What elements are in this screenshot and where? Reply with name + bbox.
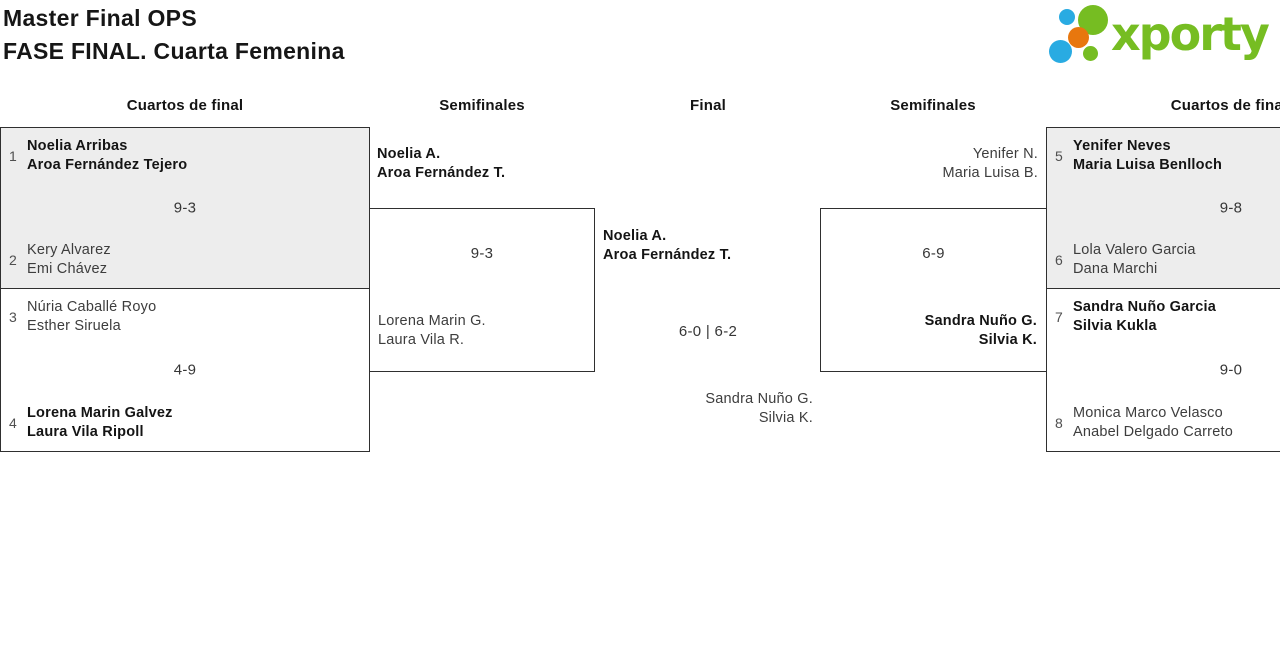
player-2: Dana Marchi (1073, 261, 1158, 277)
logo-dot-blue-small (1059, 9, 1075, 25)
match-score: 9-3 (173, 199, 197, 217)
seed-number: 2 (9, 252, 17, 268)
logo-wordmark: xporty (1111, 7, 1270, 61)
player-2: Aroa Fernández T. (377, 165, 506, 181)
match-qf-left-top[interactable]: 1 Noelia Arribas Aroa Fernández Tejero 9… (0, 127, 370, 289)
seed-number: 8 (1055, 415, 1063, 431)
team-names: Kery Alvarez Emi Chávez (27, 241, 111, 279)
player-2: Silvia K. (978, 332, 1037, 348)
team-names: Noelia Arribas Aroa Fernández Tejero (27, 137, 187, 175)
team-row: 5 Yenifer Neves Maria Luisa Benlloch (1047, 137, 1280, 175)
seed-number: 5 (1055, 148, 1063, 164)
match-sf-left[interactable]: 9-3 Lorena Marin G. Laura Vila R. (369, 208, 595, 372)
seed-number: 4 (9, 415, 17, 431)
match-score: 9-3 (470, 245, 494, 262)
player-2: Esther Siruela (27, 318, 121, 334)
player-1: Noelia A. (377, 146, 441, 162)
match-sf-right[interactable]: 6-9 Sandra Nuño G. Silvia K. (820, 208, 1047, 372)
title-line-2: FASE FINAL. Cuarta Femenina (3, 38, 345, 64)
team-names: Sandra Nuño G. Silvia K. (925, 312, 1037, 350)
player-1: Noelia A. (603, 228, 667, 244)
player-1: Yenifer Neves (1073, 138, 1171, 154)
player-1: Lorena Marin G. (378, 313, 486, 329)
player-2: Emi Chávez (27, 261, 108, 277)
match-qf-right-bottom[interactable]: 7 Sandra Nuño Garcia Silvia Kukla 9-0 8 … (1046, 288, 1280, 452)
team-row: 7 Sandra Nuño Garcia Silvia Kukla (1047, 298, 1280, 336)
team-names: Lorena Marin G. Laura Vila R. (378, 312, 486, 350)
player-1: Kery Alvarez (27, 242, 111, 258)
title-line-1: Master Final OPS (3, 5, 197, 31)
logo-dot-green-small (1083, 46, 1098, 61)
xporty-logo[interactable]: xporty (1045, 3, 1280, 75)
match-score: 9-8 (1219, 199, 1243, 217)
match-qf-left-bottom[interactable]: 3 Núria Caballé Royo Esther Siruela 4-9 … (0, 288, 370, 452)
team-names: Yenifer Neves Maria Luisa Benlloch (1073, 137, 1222, 175)
team-row: 2 Kery Alvarez Emi Chávez (1, 241, 369, 279)
player-1: Monica Marco Velasco (1073, 405, 1223, 421)
team-names: Sandra Nuño Garcia Silvia Kukla (1073, 298, 1216, 336)
player-2: Anabel Delgado Carreto (1073, 424, 1233, 440)
column-header-final: Final (689, 97, 726, 114)
final-score: 6-0 | 6-2 (678, 323, 738, 340)
team-row: 6 Lola Valero Garcia Dana Marchi (1047, 241, 1280, 279)
player-2: Maria Luisa Benlloch (1073, 157, 1223, 173)
final-runnerup-label: Sandra Nuño G. Silvia K. (594, 390, 813, 428)
page-title: Master Final OPS FASE FINAL. Cuarta Feme… (3, 2, 345, 68)
sf-left-winner-label: Noelia A. Aroa Fernández T. (377, 145, 505, 183)
column-header-sf-left: Semifinales (439, 97, 525, 114)
seed-number: 3 (9, 309, 17, 325)
player-2: Aroa Fernández T. (603, 247, 732, 263)
seed-number: 1 (9, 148, 17, 164)
team-names: Lorena Marin Galvez Laura Vila Ripoll (27, 404, 173, 442)
match-score: 6-9 (922, 245, 945, 262)
seed-number: 6 (1055, 252, 1063, 268)
player-1: Núria Caballé Royo (27, 299, 157, 315)
match-score: 4-9 (173, 361, 197, 379)
team-names: Núria Caballé Royo Esther Siruela (27, 298, 156, 336)
match-score: 9-0 (1219, 361, 1243, 379)
player-1: Sandra Nuño Garcia (1073, 299, 1216, 315)
team-row: 3 Núria Caballé Royo Esther Siruela (1, 298, 369, 336)
logo-dot-blue-large (1049, 40, 1072, 63)
final-winner-label: Noelia A. Aroa Fernández T. (603, 227, 731, 265)
team-names: Lola Valero Garcia Dana Marchi (1073, 241, 1196, 279)
seed-number: 7 (1055, 309, 1063, 325)
column-header-qf-left: Cuartos de final (126, 97, 244, 114)
match-qf-right-top[interactable]: 5 Yenifer Neves Maria Luisa Benlloch 9-8… (1046, 127, 1280, 289)
player-2: Laura Vila Ripoll (27, 424, 144, 440)
column-header-sf-right: Semifinales (890, 97, 976, 114)
player-1: Yenifer N. (972, 146, 1038, 162)
team-row: 8 Monica Marco Velasco Anabel Delgado Ca… (1047, 404, 1280, 442)
column-header-qf-right: Cuartos de final (1170, 97, 1280, 114)
player-1: Noelia Arribas (27, 138, 128, 154)
player-2: Maria Luisa B. (942, 165, 1038, 181)
logo-dot-orange (1068, 27, 1089, 48)
player-1: Lola Valero Garcia (1073, 242, 1196, 258)
player-2: Silvia Kukla (1073, 318, 1157, 334)
team-row: 1 Noelia Arribas Aroa Fernández Tejero (1, 137, 369, 175)
player-1: Lorena Marin Galvez (27, 405, 173, 421)
player-2: Silvia K. (758, 410, 813, 426)
player-2: Aroa Fernández Tejero (27, 157, 188, 173)
player-1: Sandra Nuño G. (924, 313, 1037, 329)
sf-right-loser-label: Yenifer N. Maria Luisa B. (820, 145, 1038, 183)
team-row: 4 Lorena Marin Galvez Laura Vila Ripoll (1, 404, 369, 442)
player-1: Sandra Nuño G. (705, 391, 813, 407)
player-2: Laura Vila R. (378, 332, 465, 348)
team-names: Monica Marco Velasco Anabel Delgado Carr… (1073, 404, 1233, 442)
